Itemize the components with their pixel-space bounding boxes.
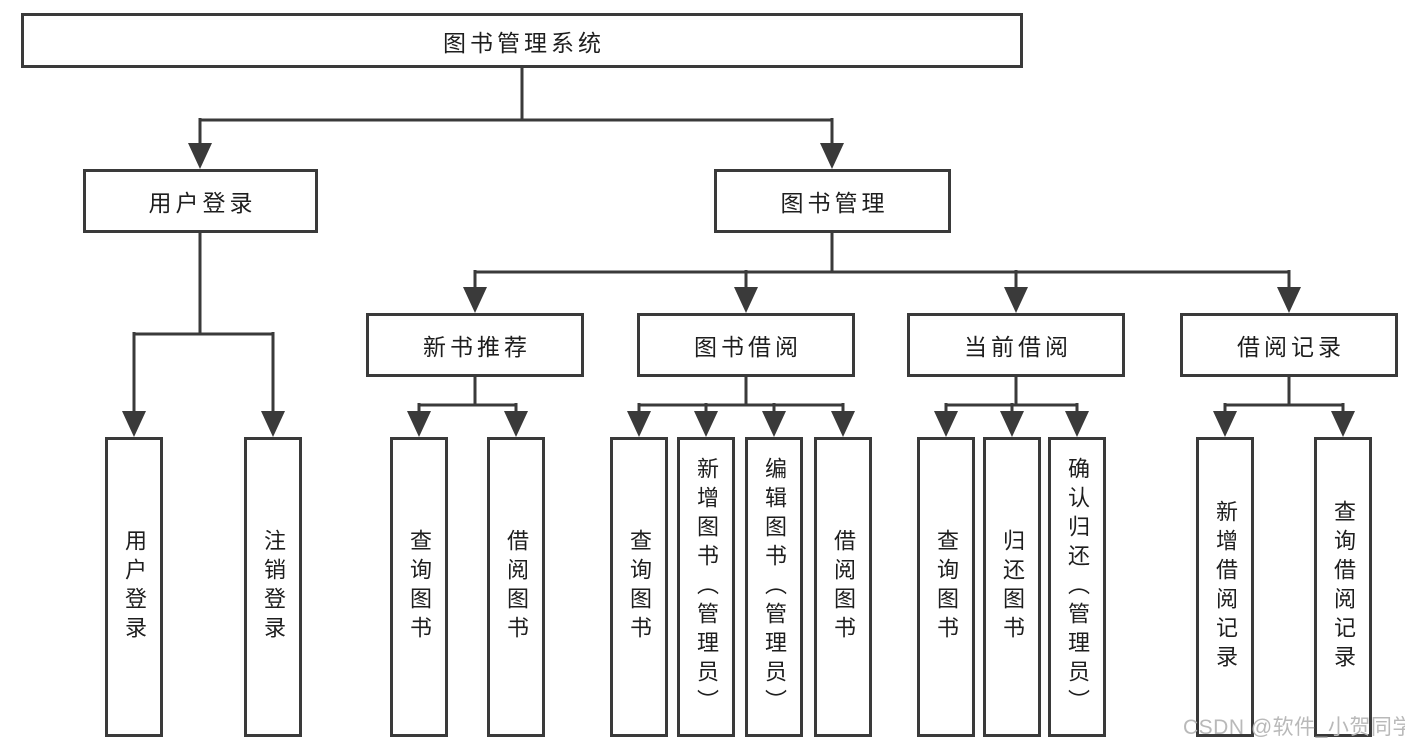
node-label: 查询图书 bbox=[627, 529, 652, 645]
leaf-current-query-books: 查询图书 bbox=[917, 437, 975, 737]
arrow-down-icon bbox=[463, 287, 487, 313]
arrow-down-icon bbox=[1065, 411, 1089, 437]
arrow-down-icon bbox=[627, 411, 651, 437]
node-book-management: 图书管理 bbox=[714, 169, 951, 233]
leaf-records-query-record: 查询借阅记录 bbox=[1314, 437, 1372, 737]
connector-records-to-leaves bbox=[1223, 377, 1345, 418]
leaf-logout-login: 注销登录 bbox=[244, 437, 302, 737]
node-label: 借阅记录 bbox=[1237, 334, 1345, 360]
arrow-down-icon bbox=[122, 411, 146, 437]
node-label: 用户登录 bbox=[148, 190, 257, 216]
arrow-down-icon bbox=[694, 411, 718, 437]
leaf-borrow-query-books: 查询图书 bbox=[610, 437, 668, 737]
node-label: 用户登录 bbox=[122, 529, 147, 645]
connector-book-management-to-level2 bbox=[473, 233, 1291, 294]
connector-recommend-to-leaves bbox=[417, 377, 518, 418]
leaf-user-login: 用户登录 bbox=[105, 437, 163, 737]
node-label: 新增图书（管理员） bbox=[694, 456, 719, 718]
arrow-down-icon bbox=[407, 411, 431, 437]
leaf-recommend-borrow-books: 借阅图书 bbox=[487, 437, 545, 737]
node-label: 图书管理系统 bbox=[443, 29, 605, 56]
node-user-login: 用户登录 bbox=[83, 169, 318, 233]
arrow-down-icon bbox=[820, 143, 844, 169]
node-label: 新增借阅记录 bbox=[1213, 500, 1238, 674]
arrow-down-icon bbox=[1004, 287, 1028, 313]
connector-current-to-leaves bbox=[944, 377, 1079, 418]
arrow-down-icon bbox=[734, 287, 758, 313]
leaf-current-return-books: 归还图书 bbox=[983, 437, 1041, 737]
arrow-down-icon bbox=[1000, 411, 1024, 437]
node-label: 编辑图书（管理员） bbox=[762, 456, 787, 718]
node-label: 确认归还（管理员） bbox=[1065, 456, 1090, 718]
leaf-records-add-record: 新增借阅记录 bbox=[1196, 437, 1254, 737]
node-label: 归还图书 bbox=[1000, 529, 1025, 645]
arrow-down-icon bbox=[1213, 411, 1237, 437]
arrow-down-icon bbox=[261, 411, 285, 437]
node-label: 图书借阅 bbox=[694, 334, 802, 360]
node-label: 查询图书 bbox=[934, 529, 959, 645]
node-label: 借阅图书 bbox=[504, 529, 529, 645]
leaf-borrow-edit-books-admin: 编辑图书（管理员） bbox=[745, 437, 803, 737]
node-book-borrowing: 图书借阅 bbox=[637, 313, 855, 377]
leaf-borrow-add-books-admin: 新增图书（管理员） bbox=[677, 437, 735, 737]
connector-user-login-to-leaves bbox=[132, 233, 275, 418]
arrow-down-icon bbox=[831, 411, 855, 437]
arrow-down-icon bbox=[762, 411, 786, 437]
arrow-down-icon bbox=[504, 411, 528, 437]
arrow-down-icon bbox=[188, 143, 212, 169]
csdn-watermark: CSDN @软件_小贺同学 bbox=[1183, 716, 1405, 739]
connector-root-to-level1 bbox=[198, 68, 834, 150]
node-label: 借阅图书 bbox=[831, 529, 856, 645]
arrow-down-icon bbox=[1331, 411, 1355, 437]
node-library-management-system: 图书管理系统 bbox=[21, 13, 1023, 68]
leaf-current-confirm-return-admin: 确认归还（管理员） bbox=[1048, 437, 1106, 737]
node-label: 当前借阅 bbox=[964, 334, 1072, 360]
arrowheads bbox=[122, 143, 1355, 437]
node-label: 注销登录 bbox=[261, 529, 286, 645]
node-label: 查询图书 bbox=[407, 529, 432, 645]
node-new-book-recommendation: 新书推荐 bbox=[366, 313, 584, 377]
node-current-borrowing: 当前借阅 bbox=[907, 313, 1125, 377]
connector-borrow-to-leaves bbox=[637, 377, 845, 418]
node-label: 新书推荐 bbox=[423, 334, 531, 360]
node-label: 查询借阅记录 bbox=[1331, 500, 1356, 674]
arrow-down-icon bbox=[1277, 287, 1301, 313]
node-label: 图书管理 bbox=[780, 190, 889, 216]
arrow-down-icon bbox=[934, 411, 958, 437]
leaf-borrow-borrow-books: 借阅图书 bbox=[814, 437, 872, 737]
leaf-recommend-query-books: 查询图书 bbox=[390, 437, 448, 737]
node-borrowing-records: 借阅记录 bbox=[1180, 313, 1398, 377]
